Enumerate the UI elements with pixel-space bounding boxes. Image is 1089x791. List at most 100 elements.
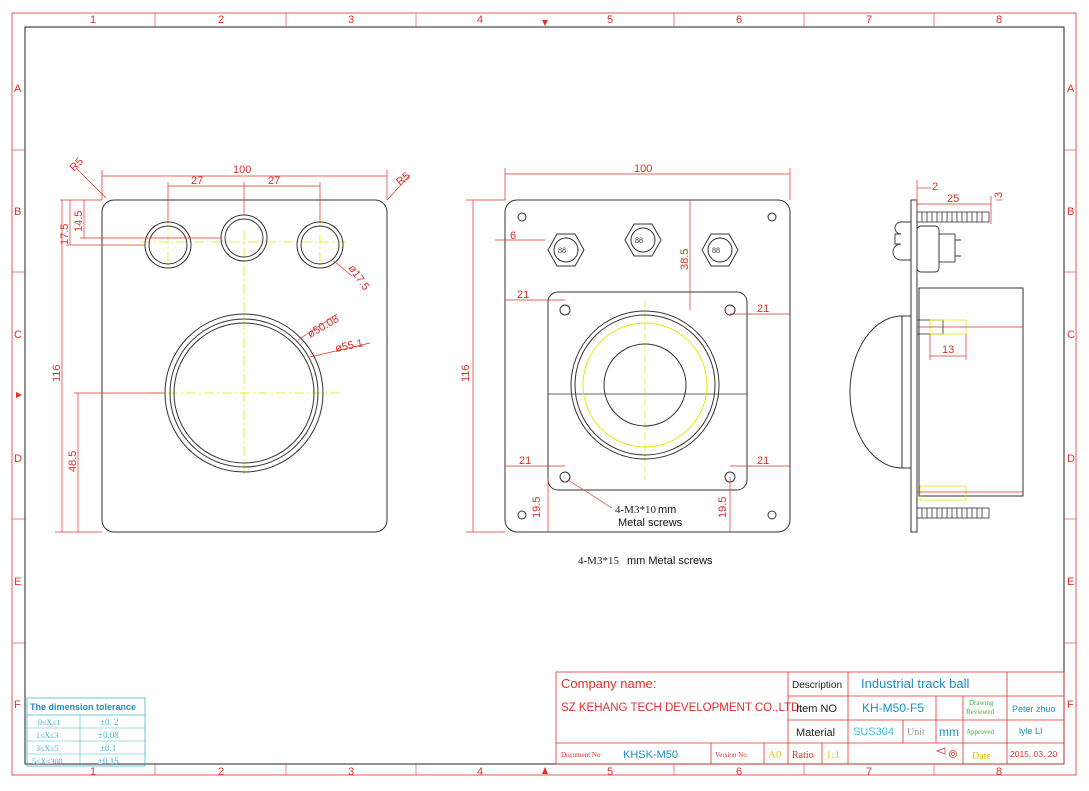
col-label: 3 [348,14,354,26]
bottom-center-arrow [542,767,548,774]
tolerance-title: The dimension tolerance [30,702,136,712]
dim-ring-outer: ø55.1 [334,337,364,355]
back-panel [504,199,791,533]
dim-inner: 21 [757,303,769,315]
item-label: Item NO [796,703,837,715]
dim-edge: 17.5 [59,224,71,245]
tolerance-value: ±0. 2 [100,717,118,727]
connector-pins: 88 [712,246,720,255]
col-label: 3 [348,766,354,778]
row-label: C [1067,329,1075,341]
ball-dome [849,315,903,469]
date-value: 2015. 03. 20 [1010,749,1058,759]
side-bracket [918,287,1024,497]
side-panel [910,199,918,533]
projection-symbol-icon [936,747,957,758]
center-lines [140,216,346,475]
dim-center-height: 48.5 [67,451,79,472]
col-label: 2 [218,766,224,778]
col-label: 1 [90,14,96,26]
connector-pins: 88 [558,246,566,255]
approved-label: Approved [966,728,994,736]
dim-hole-dia: ø17.5 [346,263,372,293]
unit-label: Unit [907,727,925,738]
dim-edge: 14.5 [73,211,85,232]
dim-height: 116 [460,364,472,382]
row-label: D [14,453,22,465]
dim-pitch: 27 [268,175,280,187]
row-label: A [1067,83,1075,95]
dim-side: 13 [942,344,954,356]
ratio-label: Ratio [792,750,814,761]
screw-note-inner-spec: 4-M3*10 [615,504,656,516]
drawing-reviewed-label: Reviewed [966,708,994,716]
description-label: Description [792,680,842,691]
col-label: 5 [607,14,613,26]
front-holes [144,214,344,269]
side-connector [892,221,961,273]
tolerance-range: 0≤X≤1 [38,718,61,727]
dim-side: 25 [947,193,959,205]
col-label: 7 [866,14,872,26]
item-value: KH-M50-F5 [862,701,924,715]
drawing-reviewed-label: Drawing [969,699,994,707]
col-label: 6 [736,14,742,26]
description-value: Industrial track ball [861,676,969,691]
screw-note-outer-spec: 4-M3*15 [578,555,619,567]
dim-ring-inner: ø50.08 [306,313,342,341]
row-label: F [14,699,21,711]
side-flange [901,315,912,469]
left-center-arrow [16,392,22,398]
dim-pitch: 27 [191,175,203,187]
approver-name: lyle LI [1019,726,1043,736]
version-label: Version No [715,751,747,759]
row-label: B [14,206,21,218]
side-dimension-lines [916,180,1023,493]
row-label: F [1067,699,1074,711]
screw-note-inner-unit: mm [658,504,676,516]
col-label: 1 [90,766,96,778]
connectors [547,223,739,267]
dim-drop: 38.5 [679,249,691,270]
row-label: A [14,83,22,95]
title-block: Company name: SZ KEHANG TECH DEVELOPMENT… [555,671,1065,765]
hole [300,225,340,265]
date-label: Date [972,751,991,762]
row-label: E [14,576,21,588]
dim-bottom: 19.5 [531,497,543,518]
document-value: KHSK-M50 [623,749,678,761]
col-label: 7 [866,766,872,778]
tolerance-value: ±0.08 [98,730,119,740]
ball-outline [582,322,708,448]
hole [148,225,188,265]
front-dimension-lines [55,167,411,533]
drawer-name: Peter zhuo [1012,704,1056,714]
company-label: Company name: [561,676,656,691]
front-panel [101,199,388,533]
dim-width: 100 [233,164,251,176]
back-dimension-lines [466,168,791,533]
frame-column-markers [12,13,1076,775]
side-screws [916,211,990,519]
screw-holes [517,212,777,520]
dim-inner: 21 [519,455,531,467]
row-label: D [1067,453,1075,465]
row-label: B [1067,206,1074,218]
screw-note-outer-label: mm Metal screws [627,555,713,567]
dim-side: 2 [932,181,938,193]
dim-hole-offset: 6 [510,230,516,242]
dim-side: 3 [993,192,1005,198]
tolerance-range: 5≤X≤300 [32,757,63,766]
col-label: 6 [736,766,742,778]
unit-value: mm [939,725,959,739]
dim-corner-radius: R5 [68,156,86,174]
inner-border [24,26,1065,765]
side-highlight [919,485,967,501]
back-circles [570,310,720,460]
ratio-value: 1:1 [826,749,840,761]
col-label: 8 [996,766,1002,778]
tolerance-table: The dimension tolerance 0≤X≤1 ±0. 2 1≤X≤… [26,697,146,767]
col-label: 2 [218,14,224,26]
row-label: E [1067,576,1074,588]
